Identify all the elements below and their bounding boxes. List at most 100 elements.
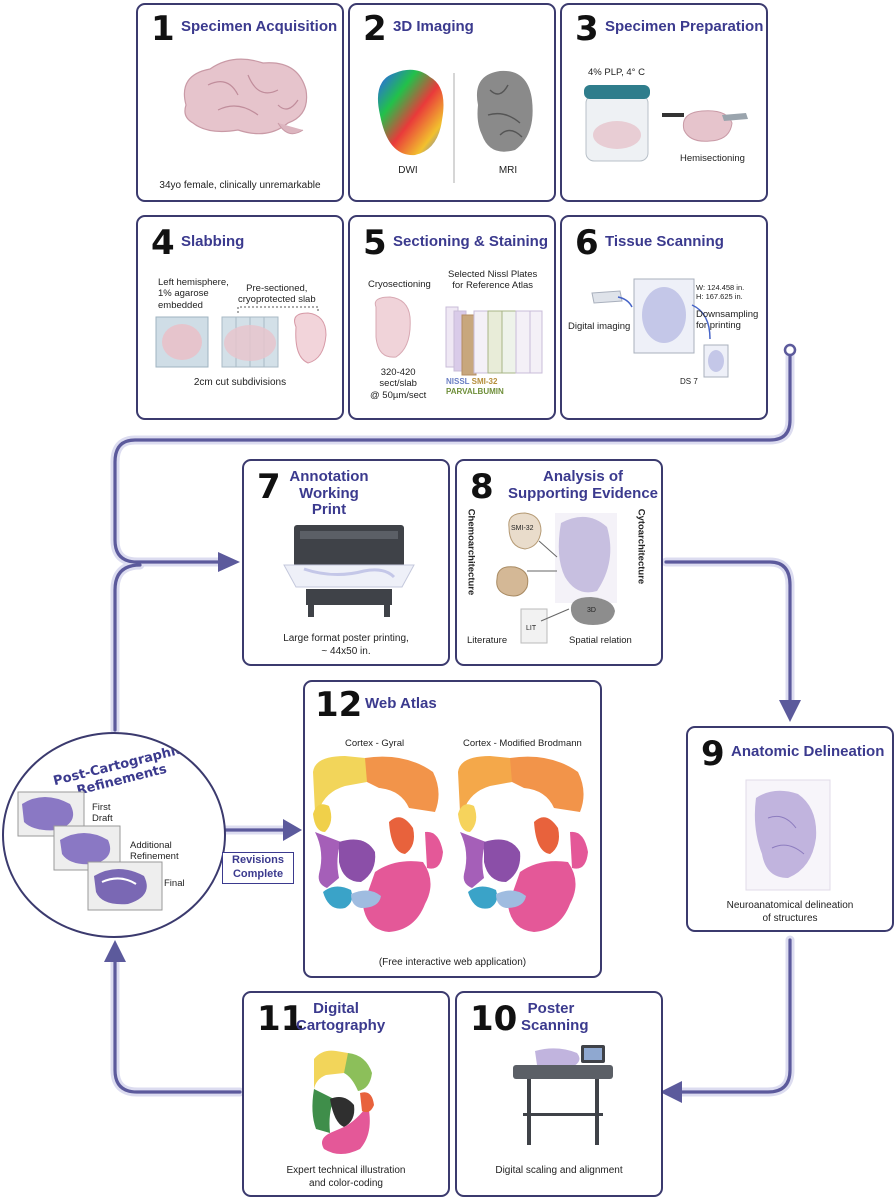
step-caption: Hemisectioning [680,153,745,164]
step-number: 4 [151,223,175,263]
label-line: Draft [92,813,113,825]
step-title: Specimen Preparation [605,18,764,35]
plates-label: Selected Nissl Plates for Reference Atla… [448,269,537,292]
badge-line: Complete [232,867,284,880]
literature-label: Literature [467,635,508,646]
additional-refinement-label: Additional Refinement [130,840,179,863]
title-line: Annotation [289,468,369,485]
step-caption: Large format poster printing, ~ 44x50 in… [244,633,448,658]
slabbing-illustration [155,306,327,368]
caption-line: Large format poster printing, [283,633,409,644]
title-line: Supporting Evidence [507,484,658,502]
stain-nissl: NISSL [446,377,470,386]
plates-line: Selected Nissl Plates [448,269,538,280]
label-line: First [92,802,111,813]
step-1-box: 1 Specimen Acquisition 34yo female, clin… [136,3,344,202]
scanner-illustration [513,1045,613,1145]
step-4-box: 4 Slabbing Left hemisphere, 1% agarose e… [136,215,344,420]
step-caption: 2cm cut subdivisions [193,377,287,388]
imaging-label: Digital imaging [568,321,631,332]
step-number: 8 [470,467,494,507]
step-title: Analysis of Supporting Evidence [503,468,663,502]
step-8-box: 8 Analysis of Supporting Evidence Chemoa… [455,459,663,666]
caption-line: Neuroanatomical delineation [726,900,854,911]
step-caption: 34yo female, clinically unremarkable [159,180,321,191]
section-line: @ 50µm/sect [370,389,427,401]
step-number: 6 [575,223,599,263]
label-line: Refinement [130,851,179,863]
scan-dimensions: W: 124.458 in. H: 167.625 in. [696,283,744,301]
step-number: 10 [470,999,518,1039]
step-number: 3 [575,9,599,49]
left-note-line: Left hemisphere, [158,277,229,288]
downsampling-line: Downsampling [696,309,759,320]
title-line: Cartography [296,1016,386,1034]
left-note: Left hemisphere, 1% agarose embedded [158,277,229,311]
step-9-box: 9 Anatomic Delineation Neuroanatomical d… [686,726,894,932]
step-number: 2 [363,9,387,49]
left-note-line: embedded [158,299,203,311]
step-caption: Expert technical illustration and color-… [244,1165,448,1190]
step-10-box: 10 Poster Scanning Digital scaling and a… [455,991,663,1197]
badge-line: Revisions [232,854,284,866]
first-draft-label: First Draft [92,802,113,825]
printer-illustration [283,525,415,617]
lit-box-label: LIT [526,625,537,632]
evidence-illustration [496,512,617,644]
scan-width: W: 124.458 in. [696,283,745,292]
cartography-illustration [312,1050,374,1154]
step-11-box: 11 Digital Cartography Expert technical … [242,991,450,1197]
step-title: Anatomic Delineation [731,743,885,760]
step-title: 3D Imaging [393,18,474,35]
step-12-box: 12 Web Atlas Cortex - Gyral Cortex - Mod… [303,680,602,978]
fixative-label: 4% PLP, 4° C [588,67,645,78]
caption-line: Expert technical illustration [286,1165,406,1176]
step-title: Specimen Acquisition [181,18,338,35]
section-count: 320-420 sect/slab @ 50µm/sect [370,367,426,401]
step-title: Digital Cartography [296,1000,386,1034]
step-number: 12 [315,685,363,725]
refinement-drafts [17,791,163,911]
dwi-label: DWI [398,165,418,176]
left-atlas-label: Cortex - Gyral [345,738,405,749]
stain-smi32: SMI-32 [471,377,498,386]
label-line: Additional [130,840,172,851]
right-note: Pre-sectioned, cryoprotected slab [238,283,316,306]
caption-line: of structures [762,912,818,924]
step-2-box: 2 3D Imaging DWI MRI [348,3,556,202]
mri-label: MRI [498,165,518,176]
spatial-label: Spatial relation [569,635,632,646]
title-line: Analysis of [542,468,624,485]
right-note-line: cryoprotected slab [238,294,316,306]
step-7-box: 7 Annotation Working Print Large format … [242,459,450,666]
cryo-label: Cryosectioning [368,279,431,290]
step-5-box: 5 Sectioning & Staining Cryosectioning S… [348,215,556,420]
caption-line: ~ 44x50 in. [321,645,371,657]
ds-label: DS 7 [680,377,698,386]
step-title: Annotation Working Print [284,468,374,519]
plates-line: for Reference Atlas [452,280,534,292]
revisions-complete-badge: Revisions Complete [222,852,294,884]
section-line: sect/slab [379,378,417,390]
right-atlas-label: Cortex - Modified Brodmann [463,738,582,749]
step-title: Poster Scanning [521,1000,589,1034]
step-caption: Digital scaling and alignment [495,1165,623,1176]
right-note-line: Pre-sectioned, [246,283,308,294]
step-title: Slabbing [181,233,245,250]
step-caption: Neuroanatomical delineation of structure… [688,900,892,925]
section-line: 320-420 [380,367,416,378]
title-line: Scanning [521,1016,589,1034]
step-number: 11 [257,999,305,1039]
downsampling-label: Downsampling for printing [696,309,758,332]
step-number: 9 [701,734,725,774]
step-number: 1 [151,9,175,49]
stain-legend: NISSL SMI-32 PARVALBUMIN [446,377,554,396]
step-title: Web Atlas [365,695,437,712]
left-note-line: 1% agarose [158,288,209,300]
smi32-tag: SMI-32 [511,525,534,532]
scan-height: H: 167.625 in. [696,292,743,301]
scanning-illustration [591,278,729,378]
brain-illustration [183,58,308,135]
caption-line: and color-coding [309,1177,383,1189]
